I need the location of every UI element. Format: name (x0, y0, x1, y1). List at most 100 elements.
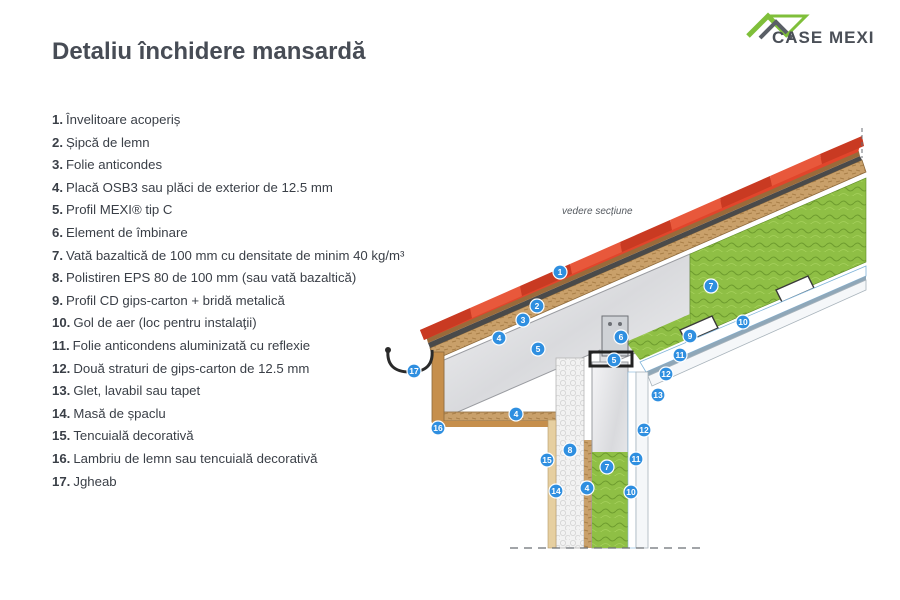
legend-item: 3.Folie anticondes (52, 154, 404, 177)
legend-item: 2.Șipcă de lemn (52, 132, 404, 155)
legend-text: Tencuială decorativă (73, 428, 194, 444)
legend-item: 13.Glet, lavabil sau tapet (52, 380, 404, 403)
legend-item: 17.Jgheab (52, 471, 404, 494)
legend-item: 14.Masă de șpaclu (52, 403, 404, 426)
marker-label: 6 (619, 332, 624, 342)
legend-item: 5.Profil MEXI® tip C (52, 199, 404, 222)
marker-label: 12 (661, 369, 671, 379)
marker-8: 8 (562, 442, 578, 458)
legend-item: 6.Element de îmbinare (52, 222, 404, 245)
legend-text: Vată bazaltică de 100 mm cu densitate de… (66, 247, 405, 263)
logo-roof-icon (746, 12, 810, 40)
marker-label: 10 (738, 317, 748, 327)
legend-number: 12. (52, 360, 71, 376)
legend-text: Folie anticondens aluminizată cu reflexi… (72, 337, 311, 353)
marker-label: 4 (514, 409, 519, 419)
legend-item: 12.Două straturi de gips-carton de 12.5 … (52, 358, 404, 381)
reflective-foil (646, 276, 866, 376)
marker-label: 14 (551, 486, 561, 496)
marker-10-wall: 10 (623, 484, 639, 500)
legend-text: Element de îmbinare (66, 224, 188, 240)
marker-1: 1 (552, 264, 568, 280)
marker-label: 5 (536, 344, 541, 354)
legend-text: Gol de aer (loc pentru instalaţii) (73, 315, 257, 331)
marker-label: 7 (709, 281, 714, 291)
legend-number: 16. (52, 450, 71, 466)
legend-number: 2. (52, 134, 63, 150)
marker-label: 11 (676, 350, 685, 360)
marker-label: 8 (568, 445, 573, 455)
legend-item: 9.Profil CD gips-carton + bridă metalică (52, 290, 404, 313)
legend-number: 15. (52, 428, 71, 444)
legend-item: 4.Placă OSB3 sau plăci de exterior de 12… (52, 177, 404, 200)
legend-item: 1.Învelitoare acoperiș (52, 109, 404, 132)
brand-name: CASE MEXI (772, 28, 875, 47)
marker-label: 16 (433, 423, 443, 433)
marker-2: 2 (529, 298, 545, 314)
legend-text: Folie anticondes (66, 157, 163, 173)
legend-text: Glet, lavabil sau tapet (73, 383, 201, 399)
marker-16: 16 (430, 420, 446, 436)
marker-14: 14 (548, 483, 564, 499)
marker-label: 9 (688, 331, 693, 341)
marker-label: 7 (605, 462, 610, 472)
marker-15: 15 (539, 452, 555, 468)
legend-text: Profil CD gips-carton + bridă metalică (66, 292, 285, 308)
marker-label: 1 (558, 267, 563, 277)
legend-item: 16.Lambriu de lemn sau tencuială decorat… (52, 448, 404, 471)
marker-5: 5 (530, 341, 546, 357)
legend-number: 11. (52, 337, 70, 353)
legend-number: 9. (52, 292, 63, 308)
legend-text: Învelitoare acoperiș (66, 112, 181, 127)
legend-number: 5. (52, 202, 63, 218)
marker-7-wall: 7 (599, 459, 615, 475)
section-caption: vedere secțiune (562, 206, 633, 217)
legend-text: Jgheab (73, 473, 117, 489)
soffit-panel (432, 421, 556, 427)
marker-label: 4 (585, 483, 590, 493)
marker-4: 4 (491, 330, 507, 346)
marker-9: 9 (682, 328, 698, 344)
marker-4-eave: 4 (508, 406, 524, 422)
eave-panel (431, 351, 445, 423)
legend-item: 7.Vată bazaltică de 100 mm cu densitate … (52, 245, 404, 268)
legend-text: Șipcă de lemn (66, 134, 150, 150)
legend-item: 8.Polistiren EPS 80 de 100 mm (sau vată … (52, 267, 404, 290)
legend-text: Masă de șpaclu (73, 405, 166, 421)
marker-6: 6 (613, 329, 629, 345)
marker-label: 10 (626, 487, 636, 497)
basalt-wool-roof (689, 177, 867, 339)
marker-label: 11 (632, 454, 641, 464)
eave-osb (435, 411, 557, 422)
marker-4-wall: 4 (579, 480, 595, 496)
gypsum-boards-roof (647, 279, 867, 387)
legend-text: Polistiren EPS 80 de 100 mm (sau vată ba… (66, 270, 357, 286)
legend-number: 6. (52, 224, 63, 240)
legend-number: 3. (52, 157, 63, 173)
legend-number: 17. (52, 473, 71, 489)
legend-number: 10. (52, 315, 71, 331)
marker-label: 17 (409, 366, 419, 376)
legend-item: 15.Tencuială decorativă (52, 425, 404, 448)
legend-number: 14. (52, 405, 71, 421)
marker-label: 13 (653, 390, 663, 400)
legend-number: 4. (52, 179, 63, 195)
marker-label: 4 (497, 333, 502, 343)
marker-13: 13 (650, 387, 666, 403)
legend-text: Profil MEXI® tip C (66, 202, 173, 218)
marker-10: 10 (735, 314, 751, 330)
marker-17: 17 (406, 363, 422, 379)
legend-text: Două straturi de gips-carton de 12.5 mm (73, 360, 310, 376)
marker-label: 3 (521, 315, 526, 325)
marker-12: 12 (658, 366, 674, 382)
basalt-wool-joint (626, 314, 690, 360)
legend-number: 7. (52, 247, 63, 263)
marker-label: 5 (612, 355, 617, 365)
marker-7: 7 (703, 278, 719, 294)
marker-11-wall: 11 (628, 451, 644, 467)
page-title: Detaliu închidere mansardă (52, 38, 366, 65)
marker-3: 3 (515, 312, 531, 328)
marker-12-wall: 12 (636, 422, 652, 438)
legend-list: 1.Învelitoare acoperiș 2.Șipcă de lemn 3… (52, 109, 404, 493)
